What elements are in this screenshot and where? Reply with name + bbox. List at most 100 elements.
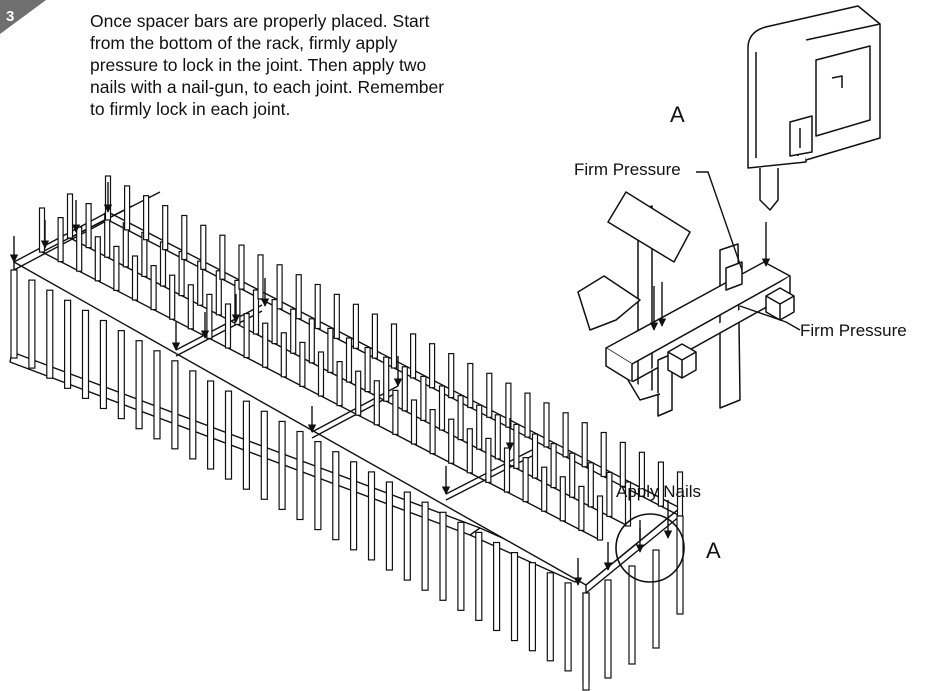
rack-post bbox=[439, 511, 447, 601]
rack-post bbox=[581, 422, 588, 468]
rack-post bbox=[390, 323, 398, 369]
rack-post bbox=[367, 471, 376, 561]
rack-post bbox=[510, 551, 519, 642]
firm-pressure-label-right: Firm Pressure bbox=[800, 321, 907, 340]
rack-post bbox=[276, 264, 283, 310]
rack-post bbox=[421, 501, 429, 591]
rack-post bbox=[10, 269, 18, 359]
rack-post bbox=[28, 279, 36, 369]
rack-post bbox=[94, 236, 101, 282]
step-badge: 3 bbox=[0, 0, 46, 34]
rack-leg bbox=[652, 549, 660, 649]
rack-post bbox=[295, 274, 302, 320]
step-number: 3 bbox=[6, 8, 15, 25]
rack-post bbox=[224, 390, 233, 480]
rack-post bbox=[46, 289, 54, 379]
rack-post bbox=[619, 441, 626, 487]
spacer-rack-drawing bbox=[9, 191, 681, 594]
detail-circle bbox=[615, 513, 685, 583]
rack-post bbox=[345, 337, 353, 383]
rack-post bbox=[564, 582, 572, 672]
rack-post bbox=[123, 185, 131, 231]
rack-leg bbox=[582, 592, 590, 691]
rack-post bbox=[131, 255, 139, 301]
rack-post bbox=[476, 404, 483, 450]
rack-post bbox=[657, 461, 665, 507]
rack-post bbox=[117, 330, 125, 420]
rack-post bbox=[219, 234, 226, 280]
rack-post bbox=[278, 420, 286, 510]
rack-post bbox=[224, 303, 232, 349]
rack-post bbox=[410, 399, 418, 445]
rack-post bbox=[569, 452, 576, 498]
rack-post bbox=[410, 333, 417, 379]
rack-post bbox=[153, 350, 161, 440]
rack-posts bbox=[10, 175, 684, 691]
rack-post bbox=[76, 226, 83, 272]
rack-post bbox=[355, 370, 362, 416]
rack-post bbox=[475, 531, 483, 622]
rack-post bbox=[200, 224, 207, 270]
rack-post bbox=[252, 289, 260, 335]
rack-post bbox=[57, 217, 64, 263]
detail-ref-label-bottom: A bbox=[706, 538, 721, 563]
rack-post bbox=[189, 370, 197, 460]
rack-post bbox=[197, 260, 204, 306]
rack-post bbox=[448, 418, 455, 464]
rack-post bbox=[403, 491, 411, 581]
rack-leg bbox=[604, 579, 612, 679]
rack-post bbox=[135, 340, 143, 430]
rack-post bbox=[317, 351, 325, 397]
rack-post bbox=[596, 495, 604, 541]
rack-post bbox=[242, 400, 250, 490]
rack-post bbox=[528, 562, 537, 652]
rack-post bbox=[587, 462, 594, 508]
rack-post bbox=[522, 457, 529, 503]
detail-arrows bbox=[639, 171, 801, 540]
rack-post bbox=[541, 466, 548, 512]
rack-post bbox=[505, 382, 512, 428]
rack-post bbox=[466, 428, 473, 474]
leader-line bbox=[696, 171, 743, 271]
rack-post bbox=[207, 380, 215, 470]
rack-post bbox=[420, 375, 427, 421]
rack-post bbox=[206, 293, 213, 339]
rack-post bbox=[81, 309, 90, 399]
rack-post bbox=[559, 476, 566, 522]
rack-post bbox=[181, 214, 188, 261]
rack-post bbox=[162, 205, 169, 251]
rack-post bbox=[513, 423, 520, 469]
joint-detail-drawing bbox=[577, 191, 795, 417]
rack-post bbox=[578, 485, 585, 531]
rack-post bbox=[352, 303, 359, 349]
rack-post bbox=[350, 461, 358, 551]
rack-post bbox=[524, 392, 531, 438]
rack-post bbox=[215, 270, 222, 316]
rack-post bbox=[243, 313, 250, 359]
nail-gun-drawing bbox=[747, 5, 881, 211]
rack-post bbox=[429, 343, 436, 389]
rack-post bbox=[333, 293, 340, 339]
rack-post bbox=[546, 572, 554, 662]
rack-post bbox=[385, 481, 393, 571]
rack-post bbox=[187, 284, 194, 330]
rack-post bbox=[364, 347, 371, 393]
rack-post bbox=[503, 447, 511, 493]
rack-post bbox=[494, 414, 501, 460]
rack-post bbox=[371, 313, 378, 359]
rack-post bbox=[171, 360, 179, 450]
rack-post bbox=[392, 389, 399, 435]
rack-post bbox=[327, 327, 334, 373]
rack-post bbox=[493, 541, 501, 632]
detail-ref-label-top: A bbox=[670, 102, 685, 127]
rack-post bbox=[238, 244, 245, 290]
rack-post bbox=[373, 380, 380, 426]
rack-post bbox=[234, 279, 241, 325]
rack-post bbox=[280, 332, 287, 378]
rack-post bbox=[336, 361, 343, 407]
leader-line bbox=[739, 305, 801, 331]
apply-nails-label: Apply Nails bbox=[616, 482, 702, 501]
rack-post bbox=[543, 402, 550, 448]
instruction-text: Once spacer bars are properly placed. St… bbox=[90, 11, 445, 119]
rack-post bbox=[262, 322, 269, 368]
